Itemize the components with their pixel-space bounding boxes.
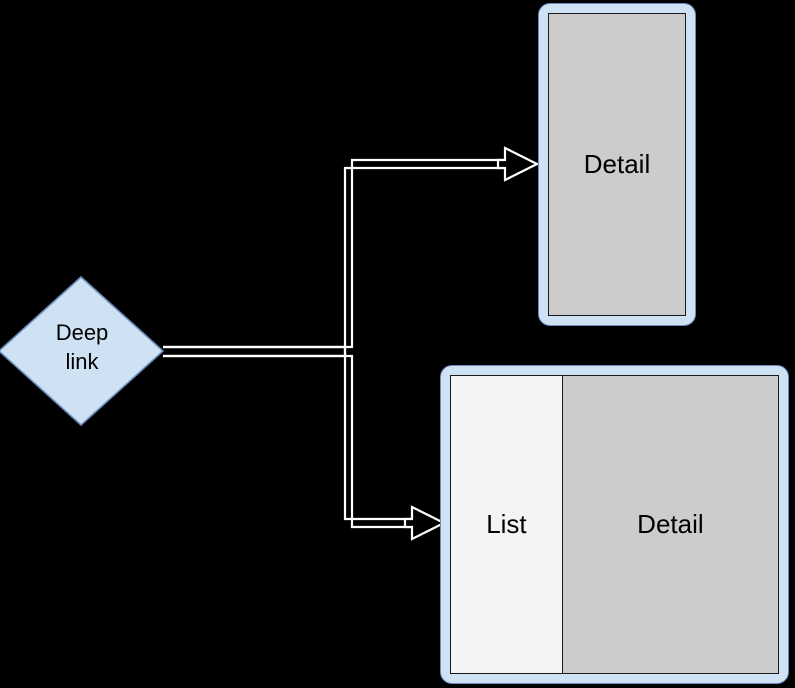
edge-deep-link-to-detail[interactable]: [163, 158, 505, 358]
deep-link-label-line-2: link: [65, 349, 99, 375]
detail-pane-label: Detail: [548, 13, 686, 316]
deep-link-label-line-1: Deep: [55, 320, 109, 345]
edge-deep-link-to-list-detail[interactable]: [163, 345, 412, 529]
arrowhead-to-detail: [496, 146, 540, 182]
detail-screen-frame[interactable]: Detail: [538, 3, 696, 326]
list-pane-label: List: [450, 375, 562, 674]
list-detail-screen-frame[interactable]: List Detail: [440, 365, 789, 684]
arrowhead-to-list-detail: [403, 505, 447, 541]
deep-link-node-label: Deep link: [30, 318, 134, 376]
list-detail-detail-pane-label: Detail: [561, 375, 779, 674]
